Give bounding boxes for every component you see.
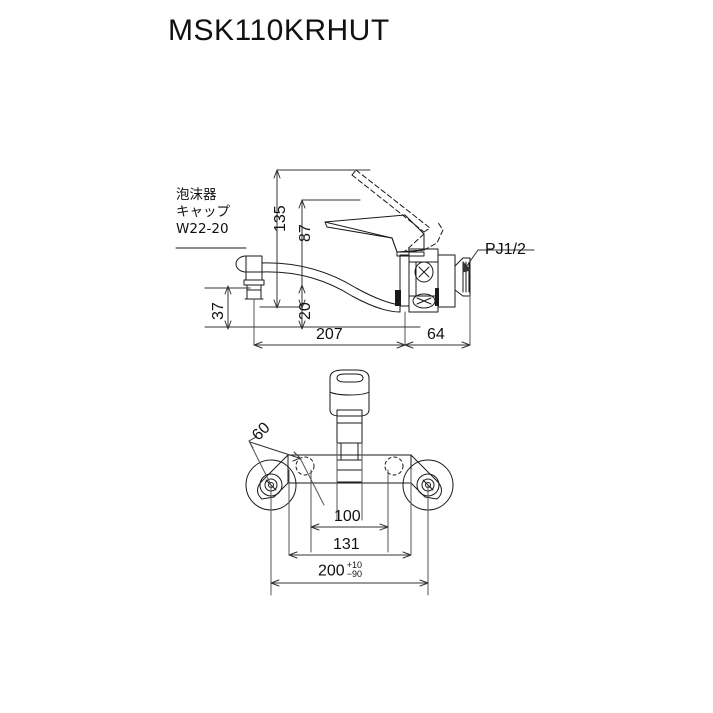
side-view-dimensions <box>204 169 535 349</box>
dimension-20: 20 <box>297 302 314 320</box>
dimension-37: 37 <box>210 302 227 320</box>
bottom-view-geometry <box>245 369 454 511</box>
page-title: MSK110KRHUT <box>168 14 390 47</box>
dimension-200-value: 200 <box>318 562 345 580</box>
bottom-view-dimensions <box>248 436 429 596</box>
tolerance-minus: −90 <box>346 569 362 580</box>
aerator-label-line1: 泡沫器 <box>176 187 217 203</box>
aerator-label-line3: W22-20 <box>176 220 229 237</box>
aerator-label-line2: キャップ <box>176 203 230 220</box>
side-view-geometry <box>175 169 471 346</box>
thread-label: PJ1/2 <box>485 241 526 258</box>
dimension-131: 131 <box>333 536 360 553</box>
tolerance-plus: +10 <box>346 560 362 570</box>
dimension-64: 64 <box>427 326 445 343</box>
dimension-200-tolerance: +10−90 <box>346 560 362 580</box>
dimension-87: 87 <box>297 224 314 242</box>
dimension-200: 200+10−90 <box>318 560 362 580</box>
dimension-207: 207 <box>316 326 343 343</box>
aerator-label: 泡沫器 キャップ W22-20 <box>176 187 230 238</box>
dimension-135: 135 <box>272 205 289 232</box>
dimension-100: 100 <box>334 508 361 525</box>
